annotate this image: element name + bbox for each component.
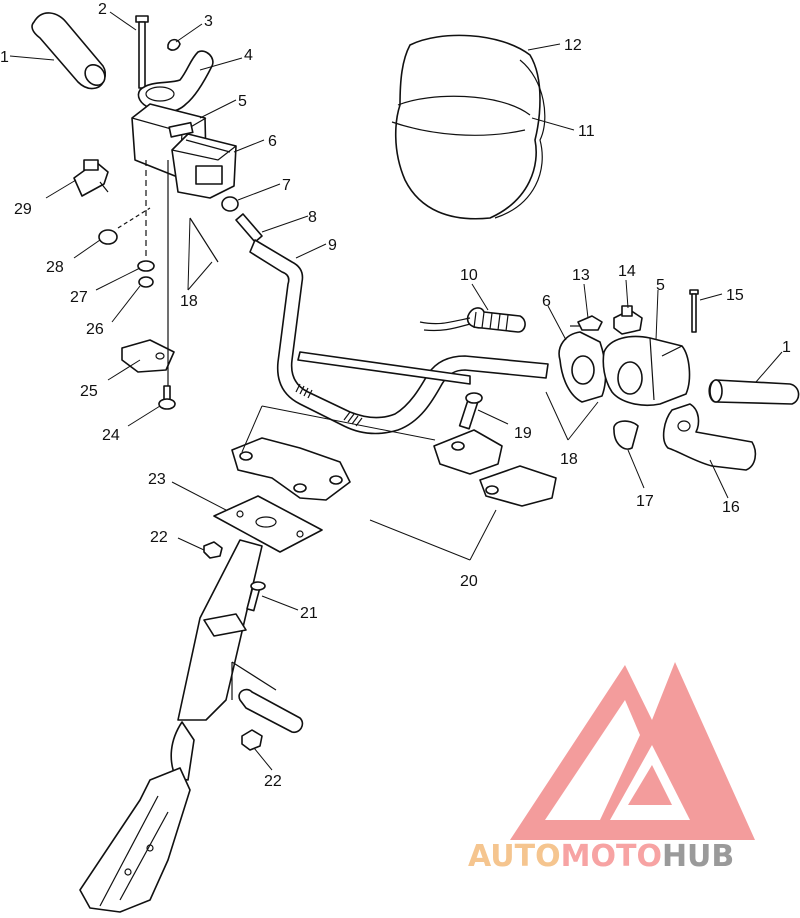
- clamp-upper-right: [433, 429, 557, 507]
- callout-18-right: 18: [560, 451, 578, 468]
- brake-housing-right: [602, 335, 691, 407]
- callout-29: 29: [14, 201, 32, 218]
- clamp-upper-left: [231, 437, 351, 501]
- nut-22-lower: [241, 729, 263, 751]
- callout-15: 15: [726, 287, 744, 304]
- callout-22: 22: [150, 529, 168, 546]
- leader-lines: [9, 11, 783, 771]
- callout-8: 8: [308, 209, 317, 226]
- screw-15: [689, 289, 699, 333]
- right-grip: [708, 379, 800, 405]
- callout-14: 14: [618, 263, 636, 280]
- callout-28: 28: [46, 259, 64, 276]
- callout-6: 6: [268, 133, 277, 150]
- watermark-hub: HUB: [662, 839, 734, 874]
- windshield: [391, 34, 546, 220]
- watermark-logo: [510, 662, 755, 840]
- steering-post: [79, 539, 263, 913]
- callout-6-right: 6: [542, 293, 551, 310]
- clip-3: [167, 38, 181, 51]
- callout-23: 23: [148, 471, 166, 488]
- grommet-28: [98, 229, 118, 245]
- sleeve: [231, 661, 304, 734]
- throttle-lever: [137, 50, 214, 113]
- callout-17: 17: [636, 493, 654, 510]
- watermark-moto: MOTO: [561, 839, 662, 874]
- switch-14: [613, 305, 643, 335]
- callout-5: 5: [238, 93, 247, 110]
- callout-21: 21: [300, 605, 318, 622]
- callout-4: 4: [244, 47, 253, 64]
- callout-1: 1: [0, 49, 9, 66]
- callout-11: 11: [578, 123, 595, 140]
- callout-13: 13: [572, 267, 590, 284]
- callout-1-right: 1: [782, 339, 791, 356]
- brake-lever: [662, 403, 757, 471]
- callout-5-right: 5: [656, 277, 665, 294]
- callout-26: 26: [86, 321, 104, 338]
- throttle-bracket-left: [171, 133, 237, 199]
- plug-7: [221, 196, 239, 212]
- callout-22-lower: 22: [264, 773, 282, 790]
- callout-24: 24: [102, 427, 120, 444]
- switch-13: [570, 315, 603, 331]
- callout-25: 25: [80, 383, 98, 400]
- bolt-2: [135, 15, 149, 89]
- left-grip: [31, 12, 106, 90]
- handlebar: [235, 213, 549, 435]
- plate-25: [121, 339, 175, 373]
- callouts: 1 2 3 4 5 6 7 8 9 10 11 12 13 14 15 5 6 …: [0, 1, 791, 790]
- steering-plate: [213, 495, 323, 553]
- callout-9: 9: [328, 237, 337, 254]
- nut-22-upper: [203, 541, 223, 559]
- watermark-auto: AUTO: [468, 839, 561, 874]
- watermark-text: AUTOMOTOHUB: [468, 839, 734, 874]
- callout-20: 20: [460, 573, 478, 590]
- callout-19: 19: [514, 425, 532, 442]
- callout-3: 3: [204, 13, 213, 30]
- bolt-21: [246, 581, 266, 612]
- callout-2: 2: [98, 1, 107, 18]
- callout-27: 27: [70, 289, 88, 306]
- callout-7: 7: [282, 177, 291, 194]
- callout-10: 10: [460, 267, 478, 284]
- bolt-19: [458, 392, 483, 430]
- bolt-24: [158, 385, 176, 410]
- nut-26: [138, 276, 154, 288]
- washer-27: [137, 260, 155, 272]
- switch-29: [73, 159, 109, 197]
- callout-12: 12: [564, 37, 582, 54]
- callout-18: 18: [180, 293, 198, 310]
- clip-17: [613, 420, 639, 450]
- callout-16: 16: [722, 499, 740, 516]
- grip-heater: [419, 307, 526, 333]
- brake-bracket-right: [558, 331, 607, 403]
- svg-text:AUTOMOTOHUB: AUTOMOTOHUB: [468, 839, 734, 874]
